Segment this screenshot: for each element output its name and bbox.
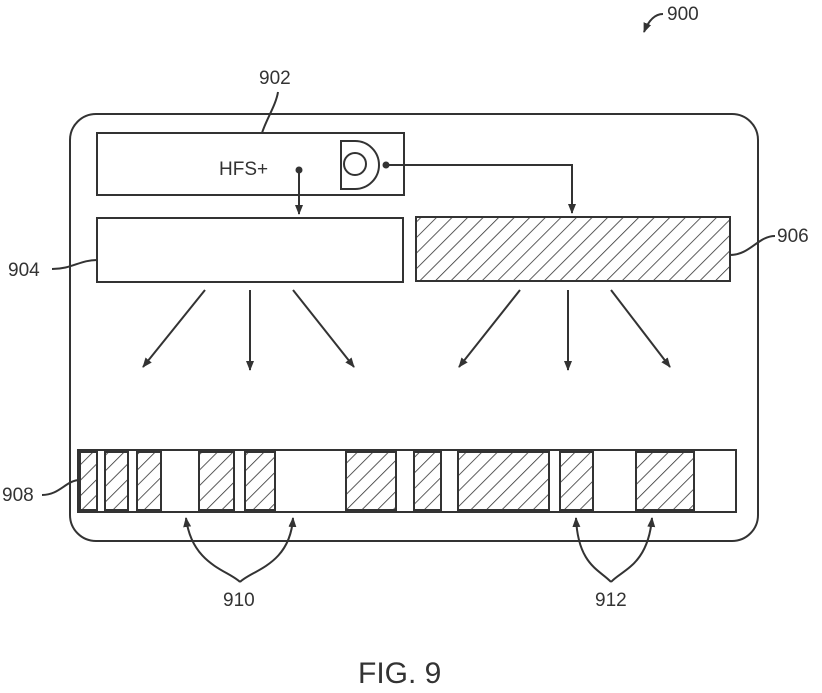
header-block-902 (96, 132, 405, 196)
disk-icon (340, 140, 380, 190)
block-906 (415, 216, 731, 282)
ref-900-leader-arrow (643, 13, 664, 33)
ref-902-leader (261, 91, 279, 134)
device-outline (69, 113, 759, 542)
fan-arrow-906-left (458, 289, 521, 368)
ref-900-label: 900 (667, 4, 699, 25)
storage-hatched-segments (79, 451, 695, 511)
ref-912-label: 912 (595, 590, 627, 611)
header-hfs-label: HFS+ (219, 159, 268, 180)
ref-912-arrow-left (572, 517, 612, 583)
ref-902-label: 902 (259, 68, 291, 89)
ref-904-leader (51, 259, 98, 270)
fan-arrow-904-right (292, 289, 355, 368)
ref-908-leader (41, 479, 81, 496)
pointer-arrow-906 (386, 164, 576, 214)
ref-906-leader (729, 235, 776, 256)
ref-912-arrow-right (610, 517, 656, 583)
storage-segment (244, 451, 276, 511)
storage-segment (345, 451, 397, 511)
block-904 (96, 217, 404, 283)
storage-segment (559, 451, 594, 511)
ref-910-label: 910 (223, 590, 255, 611)
ref-910-arrow-right (239, 517, 297, 583)
storage-segment (413, 451, 442, 511)
storage-segment (79, 451, 98, 511)
ref-910-arrow-left (183, 517, 241, 583)
storage-segment (457, 451, 550, 511)
storage-segment (136, 451, 162, 511)
figure-caption: FIG. 9 (358, 657, 441, 690)
fan-arrow-904-left (142, 289, 206, 368)
ref-904-label: 904 (8, 260, 40, 281)
storage-segment (635, 451, 695, 511)
fan-arrow-906-right (610, 289, 671, 368)
ref-908-label: 908 (2, 485, 34, 506)
storage-segment (198, 451, 235, 511)
ref-906-label: 906 (777, 226, 809, 247)
storage-segment (104, 451, 129, 511)
